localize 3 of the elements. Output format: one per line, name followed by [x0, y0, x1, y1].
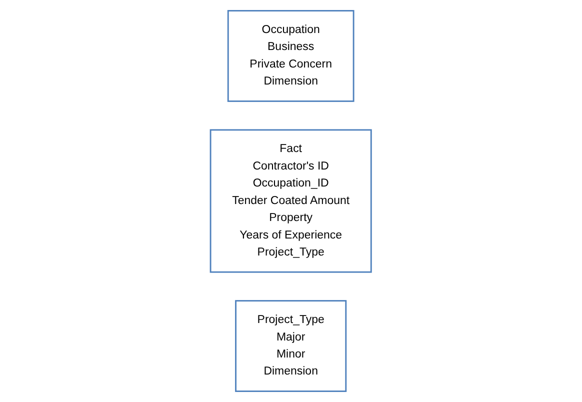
node-box: Project_Type Major Minor Dimension [235, 300, 347, 392]
node-box: Fact Contractor's ID Occupation_ID Tender Coated Amount Property Years of Experience Project_Type [210, 129, 372, 273]
node-box: Occupation Business Private Concern Dimension [228, 10, 354, 102]
